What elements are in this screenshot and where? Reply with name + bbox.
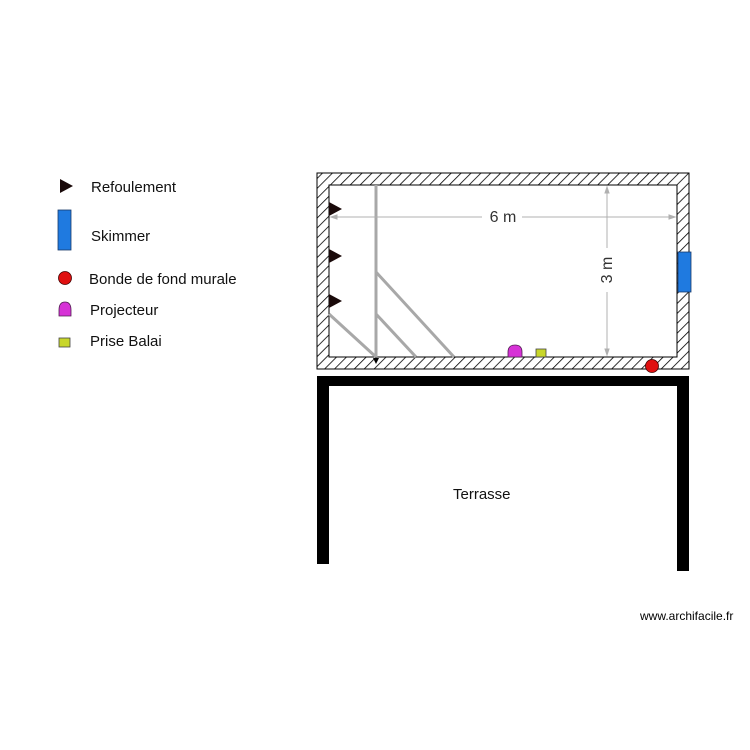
- legend-label-projecteur: Projecteur: [90, 302, 159, 319]
- stairs-marker-icon: [373, 358, 379, 364]
- refoulement-icon: [329, 294, 342, 308]
- dimension-height-line: [604, 185, 610, 357]
- bonde-icon: [645, 359, 659, 373]
- pool-stairs: [327, 185, 456, 359]
- refoulement-icon: [329, 202, 342, 216]
- legend-label-prise-balai: Prise Balai: [90, 333, 162, 350]
- watermark[interactable]: www.archifacile.fr: [640, 609, 734, 623]
- refoulement-icon: [329, 249, 342, 263]
- dimension-width-label: 6 m: [490, 209, 517, 226]
- refoulement-triangle-icon: [60, 179, 73, 193]
- dimension-height-label: 3 m: [599, 257, 616, 284]
- terrace-label: Terrasse: [453, 486, 511, 503]
- skimmer-icon: [677, 251, 692, 293]
- legend-label-refoulement: Refoulement: [91, 179, 177, 196]
- legend-label-skimmer: Skimmer: [91, 228, 151, 245]
- terrace-walls: [317, 376, 689, 571]
- prise-balai-square-icon: [58, 337, 71, 348]
- projecteur-icon: [507, 344, 523, 358]
- dimension-width-line: [329, 214, 677, 220]
- pool-basin: [328, 184, 678, 358]
- prise-balai-icon: [535, 348, 547, 358]
- skimmer-rect-icon: [57, 209, 72, 251]
- bonde-circle-icon: [58, 271, 72, 285]
- legend-label-bonde: Bonde de fond murale: [89, 271, 237, 288]
- projecteur-dome-icon: [58, 301, 72, 317]
